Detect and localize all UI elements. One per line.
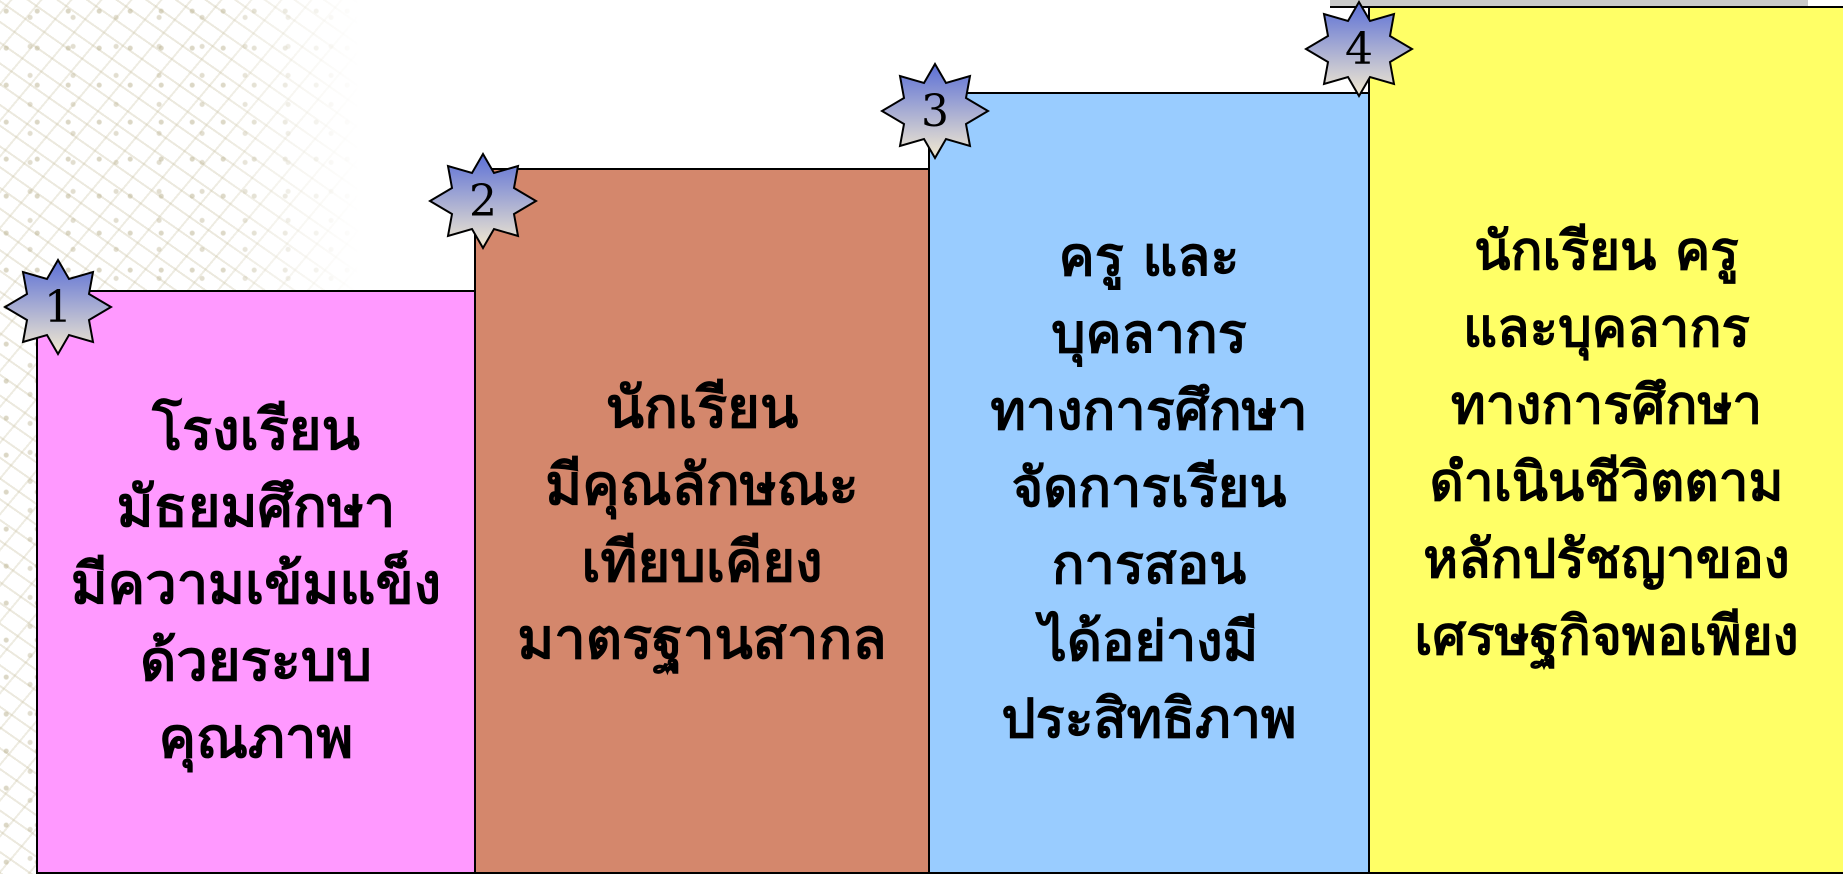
step-text-3: ครู และ บุคลากร ทางการศึกษา จัดการเรียน … [990,225,1308,750]
step-badge-4: 4 [1304,0,1414,98]
star-badge-icon [428,152,538,250]
step-number-4: 4 [1345,23,1373,75]
step-text-2: นักเรียน มีคุณลักษณะ เทียบเคียง มาตรฐานส… [517,376,887,672]
step-badge-1: 1 [3,258,113,356]
step-box-2: นักเรียน มีคุณลักษณะ เทียบเคียง มาตรฐานส… [474,168,930,874]
step-badge-3: 3 [880,62,990,160]
star-badge-icon [1304,0,1414,98]
star-badge-icon [3,258,113,356]
step-badge-2: 2 [428,152,538,250]
step-box-4: นักเรียน ครู และบุคลากร ทางการศึกษา ดำเน… [1368,6,1843,874]
step-text-1: โรงเรียน มัธยมศึกษา มีความเข้มแข็ง ด้วยร… [70,398,442,771]
step-number-2: 2 [469,175,497,227]
step-number-1: 1 [44,281,72,333]
step-number-3: 3 [921,85,949,137]
step-box-3: ครู และ บุคลากร ทางการศึกษา จัดการเรียน … [928,92,1370,874]
star-badge-icon [880,62,990,160]
step-box-1: โรงเรียน มัธยมศึกษา มีความเข้มแข็ง ด้วยร… [36,290,476,874]
step-text-4: นักเรียน ครู และบุคลากร ทางการศึกษา ดำเน… [1414,221,1799,667]
